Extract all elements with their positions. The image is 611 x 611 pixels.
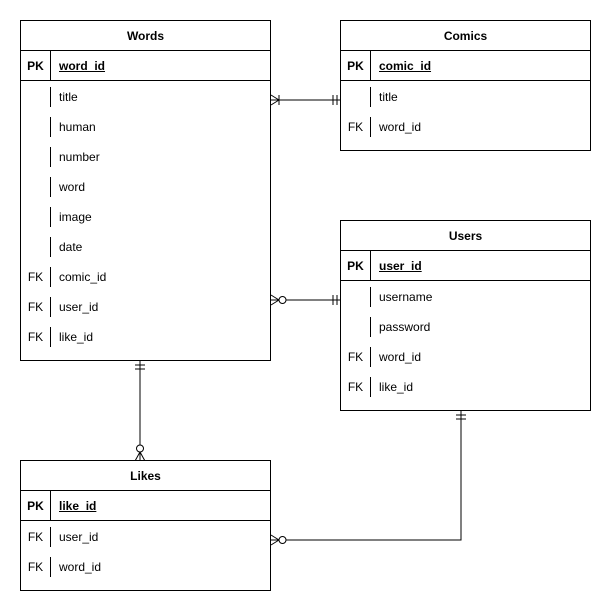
field-row: FK word_id: [341, 342, 590, 372]
key-label: [341, 282, 370, 312]
field-name: word: [50, 177, 270, 197]
entity-users: Users PK user_id username password FK wor…: [340, 220, 591, 411]
pk-field: comic_id: [370, 51, 590, 80]
entity-title: Likes: [21, 461, 270, 491]
field-name: word_id: [370, 347, 590, 367]
field-name: comic_id: [50, 267, 270, 287]
field-row: FK like_id: [21, 322, 270, 352]
field-row: image: [21, 202, 270, 232]
field-name: date: [50, 237, 270, 257]
relationship-words-users: [270, 294, 341, 306]
pk-label: PK: [27, 59, 44, 73]
field-row: username: [341, 282, 590, 312]
key-label: [341, 82, 370, 112]
key-label: FK: [347, 120, 364, 134]
key-label: [21, 142, 50, 172]
field-row: human: [21, 112, 270, 142]
entity-title: Comics: [341, 21, 590, 51]
field-name: like_id: [370, 377, 590, 397]
field-row: FK user_id: [21, 292, 270, 322]
key-label: FK: [27, 300, 44, 314]
key-label: [21, 202, 50, 232]
field-row: word: [21, 172, 270, 202]
field-name: human: [50, 117, 270, 137]
field-name: title: [50, 87, 270, 107]
field-name: title: [370, 87, 590, 107]
key-label: [21, 232, 50, 262]
key-label: [21, 172, 50, 202]
entity-likes: Likes PK like_id FK user_id FK word_id: [20, 460, 271, 591]
entity-comics: Comics PK comic_id title FK word_id: [340, 20, 591, 151]
primary-key-row: PK like_id: [21, 491, 270, 521]
field-name: number: [50, 147, 270, 167]
field-name: word_id: [370, 117, 590, 137]
key-label: FK: [27, 560, 44, 574]
key-label: FK: [27, 330, 44, 344]
key-label: [21, 112, 50, 142]
field-name: image: [50, 207, 270, 227]
field-row: FK user_id: [21, 522, 270, 552]
entity-words: Words PK word_id title human number word…: [20, 20, 271, 361]
entity-title: Users: [341, 221, 590, 251]
field-row: date: [21, 232, 270, 262]
relationship-words-comics: [270, 94, 341, 106]
entity-title: Words: [21, 21, 270, 51]
field-name: password: [370, 317, 590, 337]
field-name: user_id: [50, 527, 270, 547]
key-label: [21, 82, 50, 112]
pk-label: PK: [347, 59, 364, 73]
field-name: word_id: [50, 557, 270, 577]
key-label: FK: [347, 380, 364, 394]
field-row: FK word_id: [21, 552, 270, 582]
field-row: title: [21, 82, 270, 112]
field-row: password: [341, 312, 590, 342]
primary-key-row: PK word_id: [21, 51, 270, 81]
pk-label: PK: [27, 499, 44, 513]
pk-field: user_id: [370, 251, 590, 280]
key-label: FK: [27, 270, 44, 284]
field-row: number: [21, 142, 270, 172]
pk-field: like_id: [50, 491, 270, 520]
field-row: title: [341, 82, 590, 112]
pk-label: PK: [347, 259, 364, 273]
relationship-users-likes: [270, 411, 466, 546]
pk-field: word_id: [50, 51, 270, 80]
field-name: username: [370, 287, 590, 307]
field-row: FK comic_id: [21, 262, 270, 292]
key-label: FK: [27, 530, 44, 544]
relationship-words-likes: [134, 361, 146, 462]
key-label: [341, 312, 370, 342]
field-row: FK like_id: [341, 372, 590, 402]
primary-key-row: PK comic_id: [341, 51, 590, 81]
field-row: FK word_id: [341, 112, 590, 142]
field-name: user_id: [50, 297, 270, 317]
field-name: like_id: [50, 327, 270, 347]
key-label: FK: [347, 350, 364, 364]
primary-key-row: PK user_id: [341, 251, 590, 281]
